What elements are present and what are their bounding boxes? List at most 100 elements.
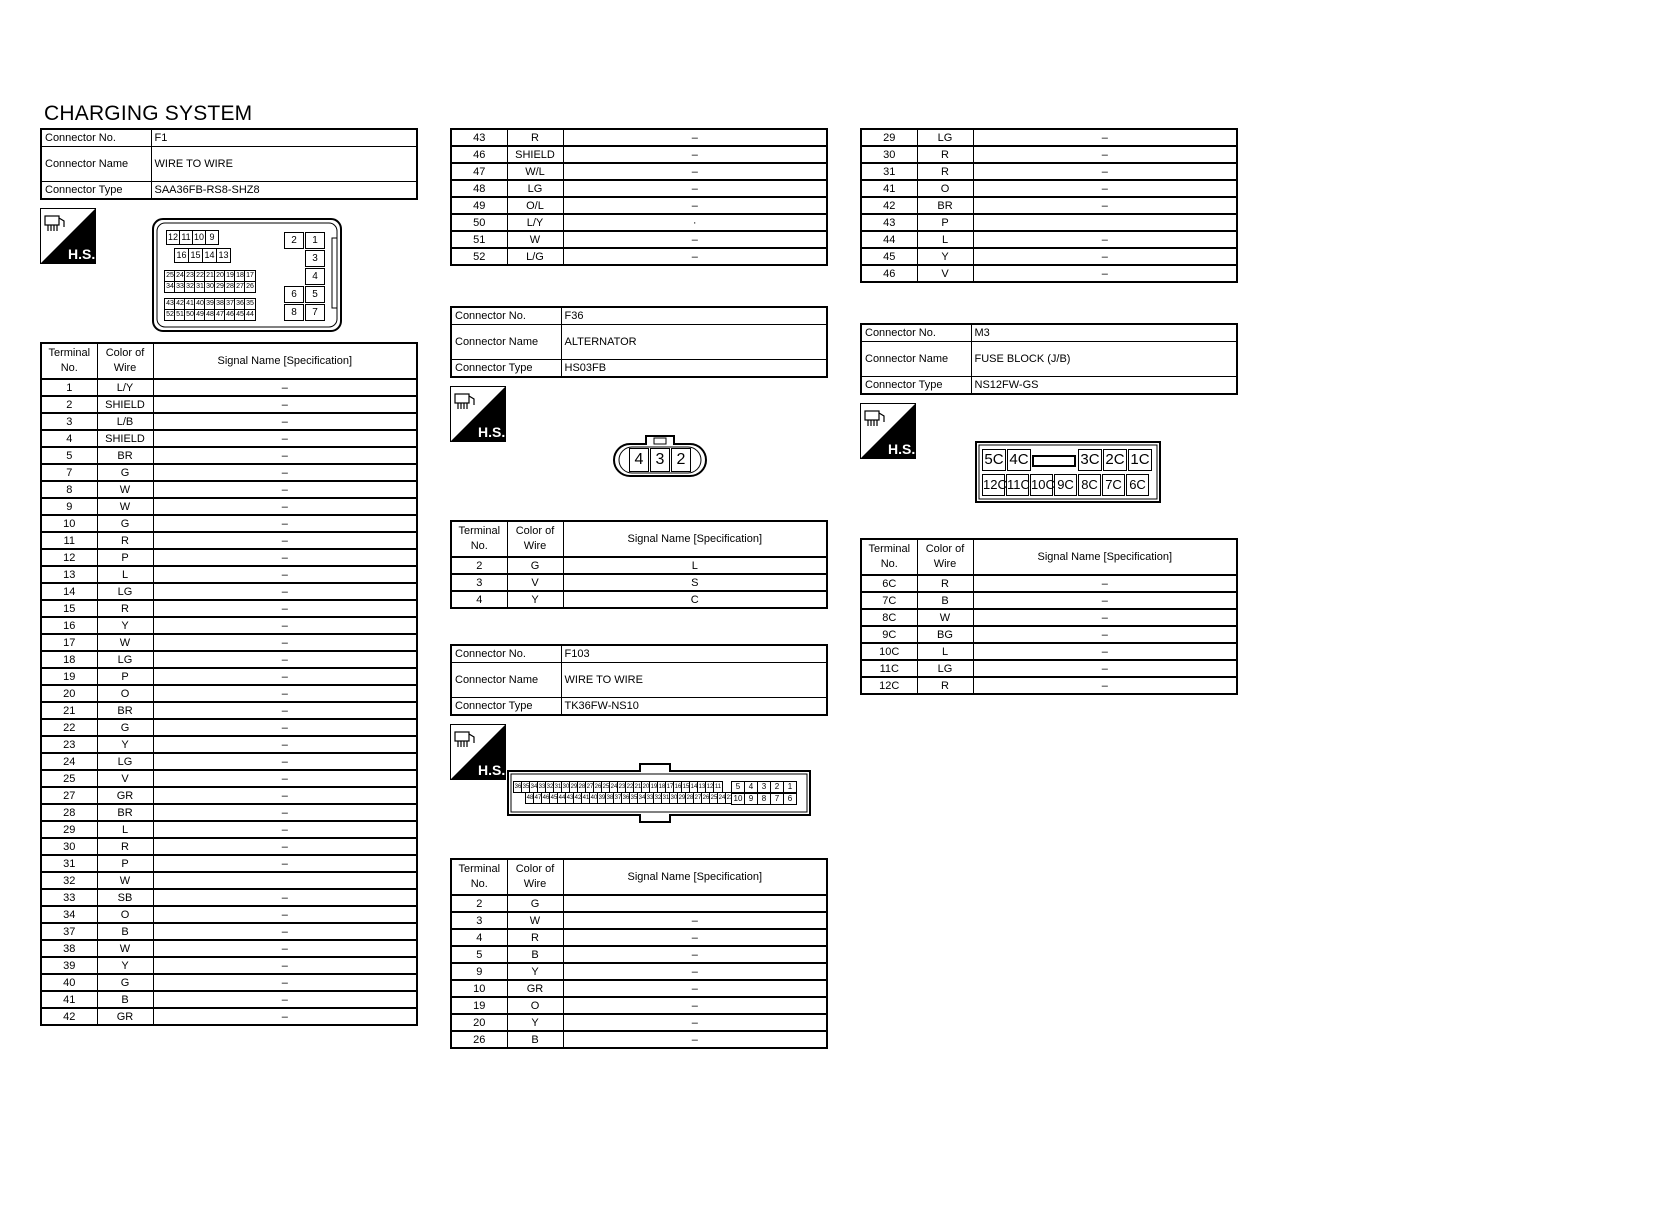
terminal-no-cell: 52 bbox=[450, 247, 508, 266]
wire-color-cell: GR bbox=[96, 786, 154, 805]
wire-color-cell: O bbox=[916, 179, 974, 198]
wire-color-cell: W bbox=[506, 911, 564, 930]
terminal-no-cell: 3 bbox=[40, 412, 98, 431]
signal-name-cell: – bbox=[152, 990, 418, 1009]
signal-name-cell: – bbox=[152, 514, 418, 533]
connector-f36-type: HS03FB bbox=[560, 359, 828, 378]
terminal-no-cell: 46 bbox=[450, 145, 508, 164]
terminal-pin: 5 bbox=[731, 781, 745, 793]
wire-color-cell: SB bbox=[96, 888, 154, 907]
header-signal-name: Signal Name [Specification] bbox=[972, 538, 1238, 576]
wire-color-cell: L bbox=[96, 565, 154, 584]
terminal-no-cell: 29 bbox=[860, 128, 918, 147]
signal-name-cell: – bbox=[152, 531, 418, 550]
wire-color-cell: O bbox=[506, 996, 564, 1015]
terminal-no-cell: 25 bbox=[40, 769, 98, 788]
connector-m3-wire-table: Terminal No. Color of Wire Signal Name [… bbox=[860, 538, 1238, 695]
signal-name-cell: – bbox=[562, 162, 828, 181]
terminal-pin: 3 bbox=[650, 448, 670, 472]
signal-name-cell: – bbox=[152, 735, 418, 754]
terminal-pin: 4 bbox=[629, 448, 649, 472]
wire-color-cell: L bbox=[916, 642, 974, 661]
signal-name-cell: – bbox=[152, 667, 418, 686]
terminal-no-cell: 9 bbox=[450, 962, 508, 981]
wire-color-cell: L/Y bbox=[96, 378, 154, 397]
terminal-pin: 4 bbox=[744, 781, 758, 793]
terminal-no-cell: 45 bbox=[860, 247, 918, 266]
wire-color-cell: W bbox=[96, 871, 154, 890]
terminal-pin: 3 bbox=[305, 250, 325, 267]
signal-name-cell: – bbox=[562, 945, 828, 964]
terminal-no-cell: 24 bbox=[40, 752, 98, 771]
wire-color-cell: W bbox=[96, 480, 154, 499]
terminal-no-cell: 11C bbox=[860, 659, 918, 678]
terminal-pin: 12 bbox=[166, 230, 180, 245]
terminal-no-cell: 29 bbox=[40, 820, 98, 839]
terminal-no-cell: 3 bbox=[450, 911, 508, 930]
terminal-no-cell: 13 bbox=[40, 565, 98, 584]
terminal-no-cell: 1 bbox=[40, 378, 98, 397]
terminal-no-cell: 49 bbox=[450, 196, 508, 215]
terminal-pin: 6 bbox=[284, 286, 304, 303]
terminal-no-cell: 7C bbox=[860, 591, 918, 610]
label-connector-name: Connector Name bbox=[450, 662, 562, 698]
signal-name-cell: – bbox=[152, 718, 418, 737]
terminal-no-cell: 26 bbox=[450, 1030, 508, 1049]
connector-m3-no: M3 bbox=[970, 323, 1238, 342]
terminal-no-cell: 5 bbox=[450, 945, 508, 964]
harness-side-icon: H.S. bbox=[450, 386, 506, 442]
wire-color-cell: G bbox=[506, 556, 564, 575]
connector-f36-wire-table: Terminal No. Color of Wire Signal Name [… bbox=[450, 520, 828, 609]
terminal-no-cell: 10 bbox=[40, 514, 98, 533]
terminal-pin: 10 bbox=[731, 793, 745, 805]
terminal-no-cell: 48 bbox=[450, 179, 508, 198]
terminal-pin: 6 bbox=[783, 793, 797, 805]
header-terminal-no: Terminal No. bbox=[40, 342, 98, 380]
connector-m3-type: NS12FW-GS bbox=[970, 376, 1238, 395]
signal-name-cell: – bbox=[972, 642, 1238, 661]
wire-color-cell: Y bbox=[506, 962, 564, 981]
wire-color-cell: LG bbox=[916, 128, 974, 147]
wire-color-cell: L/G bbox=[506, 247, 564, 266]
signal-name-cell: – bbox=[152, 497, 418, 516]
wire-color-cell: SHIELD bbox=[506, 145, 564, 164]
terminal-no-cell: 23 bbox=[40, 735, 98, 754]
wire-color-cell: B bbox=[506, 945, 564, 964]
signal-name-cell: – bbox=[562, 996, 828, 1015]
terminal-no-cell: 51 bbox=[450, 230, 508, 249]
wire-color-cell: R bbox=[916, 162, 974, 181]
header-color-of-wire: Color of Wire bbox=[916, 538, 974, 576]
header-signal-name: Signal Name [Specification] bbox=[152, 342, 418, 380]
connector-f103-name: WIRE TO WIRE bbox=[560, 662, 828, 698]
terminal-no-cell: 41 bbox=[40, 990, 98, 1009]
signal-name-cell: – bbox=[152, 1007, 418, 1026]
header-color-of-wire: Color of Wire bbox=[506, 520, 564, 558]
wire-color-cell: P bbox=[96, 854, 154, 873]
wire-color-cell: BR bbox=[96, 803, 154, 822]
harness-side-icon: H.S. bbox=[40, 208, 96, 264]
terminal-no-cell: 43 bbox=[450, 128, 508, 147]
terminal-pin: 9C bbox=[1054, 474, 1077, 496]
signal-name-cell: – bbox=[972, 230, 1238, 249]
terminal-pin: 2 bbox=[671, 448, 691, 472]
wire-color-cell: G bbox=[96, 514, 154, 533]
